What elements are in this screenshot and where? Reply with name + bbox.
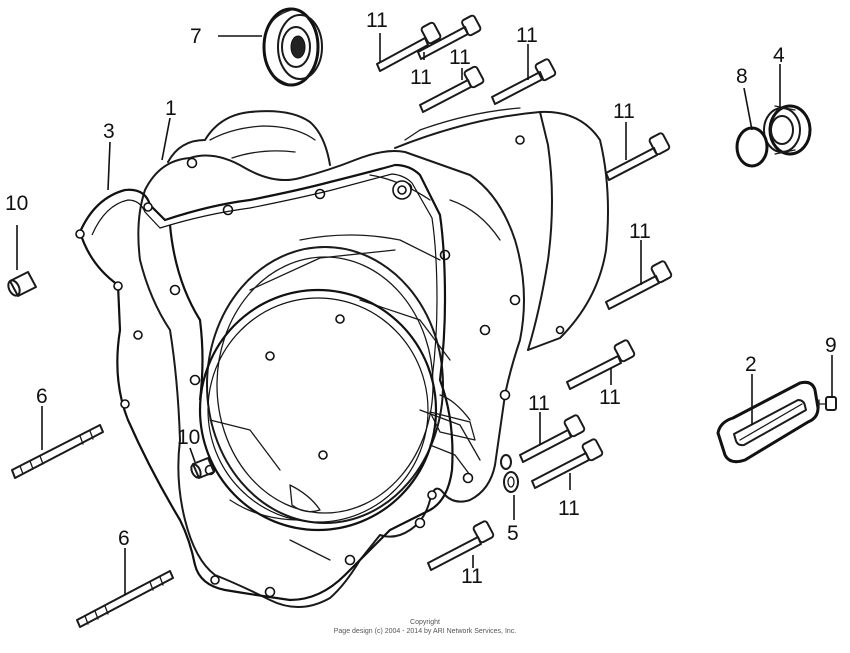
oil-seal-7 <box>262 7 323 87</box>
label-10-left: 10 <box>5 192 28 215</box>
label-11-e: 11 <box>613 100 635 123</box>
label-4: 4 <box>773 44 785 67</box>
bolt-11-c <box>419 65 485 113</box>
stud-6-lower <box>76 570 174 628</box>
dowel-pin-10-left <box>7 271 37 297</box>
bolt-11-a <box>376 21 442 72</box>
bolt-11-g <box>566 339 636 390</box>
label-1: 1 <box>165 97 177 120</box>
cover-gasket <box>75 163 454 602</box>
label-9: 9 <box>825 334 837 357</box>
bolt-11-j <box>427 520 495 571</box>
label-11-g: 11 <box>599 386 621 409</box>
label-11-b: 11 <box>410 66 432 89</box>
bolt-11-h <box>519 414 586 463</box>
label-11-d: 11 <box>516 24 538 47</box>
label-11-c: 11 <box>449 46 471 69</box>
bolt-11-d <box>491 58 557 105</box>
label-5: 5 <box>507 522 519 545</box>
leader-lines <box>16 33 833 595</box>
label-3: 3 <box>103 120 115 143</box>
label-7: 7 <box>190 25 202 48</box>
seal-4 <box>763 104 812 156</box>
label-6-upper: 6 <box>36 385 48 408</box>
flange-holes <box>169 157 521 598</box>
bolt-11-b <box>417 14 482 60</box>
bolt-9 <box>817 396 837 411</box>
label-2: 2 <box>745 353 757 376</box>
bolt-11-e <box>605 132 671 181</box>
label-11-h: 11 <box>528 392 550 415</box>
part-labels: 7 1 3 10 10 6 6 11 11 11 11 11 11 11 11 … <box>5 9 837 588</box>
label-11-j: 11 <box>461 565 483 588</box>
cover-plate-2 <box>716 380 820 464</box>
stud-6-upper <box>11 424 104 479</box>
label-11-a: 11 <box>366 9 388 32</box>
copyright-line-1: Copyright <box>410 619 440 626</box>
crankcase-cover <box>137 107 609 609</box>
label-10-center: 10 <box>177 426 200 449</box>
o-ring-8 <box>735 126 769 168</box>
bolt-11-f <box>605 260 673 310</box>
bolts-11 <box>376 14 673 571</box>
washer-5 <box>500 454 519 493</box>
bolt-11-i <box>531 438 604 489</box>
label-11-f: 11 <box>629 220 651 243</box>
label-6-lower: 6 <box>118 527 130 550</box>
label-8: 8 <box>736 65 748 88</box>
label-11-i: 11 <box>558 497 580 520</box>
copyright-line-2: Page design (c) 2004 - 2014 by ARI Netwo… <box>334 628 517 635</box>
dowel-pin-10-center <box>190 457 215 479</box>
